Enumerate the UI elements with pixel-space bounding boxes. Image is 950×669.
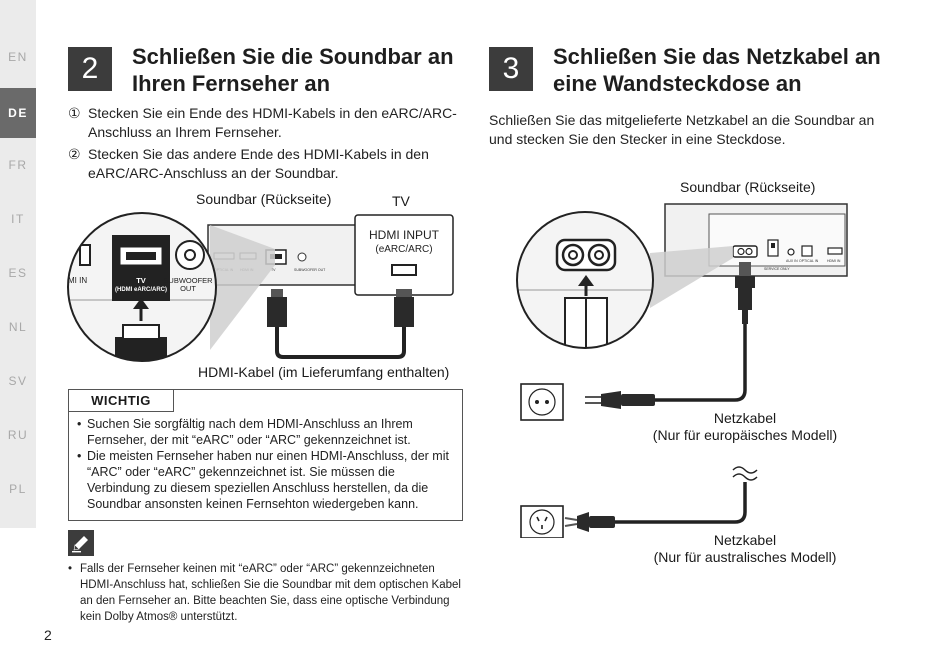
zoom-port-label-tv: TV bbox=[136, 276, 146, 285]
zoom-port-label-hdmi-in: MI IN bbox=[68, 276, 87, 285]
panel-label-service-only: SERVICE ONLY bbox=[764, 267, 790, 271]
lang-tab-en[interactable]: EN bbox=[8, 50, 28, 64]
step-3-badge: 3 bbox=[489, 47, 533, 91]
iec-plug bbox=[735, 262, 755, 324]
zoom-callout-wedge-step3 bbox=[650, 246, 733, 308]
lang-tab-ru[interactable]: RU bbox=[7, 428, 29, 442]
warning-item-2: • Die meisten Fernseher haben nur einen … bbox=[77, 448, 457, 512]
warning-text: Die meisten Fernseher haben nur einen HD… bbox=[87, 449, 449, 511]
hdmi-input-label: HDMI INPUT bbox=[369, 228, 440, 242]
soundbar-rear-label: Soundbar (Rückseite) bbox=[196, 191, 332, 207]
au-plug bbox=[564, 512, 615, 532]
panel-label-hdmi-in-step3: HDMI IN bbox=[827, 259, 841, 263]
step-number: ① bbox=[68, 105, 81, 121]
panel-label-tv: TV bbox=[271, 268, 276, 272]
important-notice-box: WICHTIG • Suchen Sie sorgfältig nach dem… bbox=[68, 389, 463, 521]
bullet: • bbox=[68, 563, 73, 575]
hdmi-input-earc-label: (eARC/ARC) bbox=[375, 244, 432, 255]
step-text: Stecken Sie das andere Ende des HDMI-Kab… bbox=[88, 146, 429, 181]
lang-tab-pl[interactable]: PL bbox=[9, 482, 27, 496]
cable-break-symbol bbox=[732, 466, 758, 474]
tv-hdmi-port-icon bbox=[391, 264, 417, 276]
panel-label-aux-in: AUX IN bbox=[786, 259, 798, 263]
step-2-item-2: ② Stecken Sie das andere Ende des HDMI-K… bbox=[68, 145, 468, 185]
zoom-port-label-subwoofer: SUBWOOFER bbox=[163, 276, 213, 285]
eu-wall-socket-icon bbox=[520, 383, 564, 421]
soundbar-rear-panel-step3 bbox=[664, 203, 848, 277]
panel-label-optical-in-step3: OPTICAL IN bbox=[799, 259, 819, 263]
zoom-port-label-earc: (HDMI eARC/ARC) bbox=[115, 287, 167, 293]
power-connection-diagram: SERVICE ONLY AUX IN OPTICAL IN HDMI IN bbox=[516, 203, 848, 538]
lang-tab-fr[interactable]: FR bbox=[8, 158, 28, 172]
warning-text: Suchen Sie sorgfältig nach dem HDMI-Ansc… bbox=[87, 417, 413, 447]
power-cable-eu-label: Netzkabel (Nur für europäisches Modell) bbox=[640, 410, 850, 444]
warning-item-1: • Suchen Sie sorgfältig nach dem HDMI-An… bbox=[77, 416, 457, 448]
power-cable-au-label-line1: Netzkabel bbox=[713, 532, 777, 548]
power-cable-eu bbox=[655, 324, 747, 402]
power-cable-au-label: Netzkabel (Nur für australisches Modell) bbox=[640, 532, 850, 566]
zoom-detail bbox=[68, 213, 216, 361]
lang-tab-nl[interactable]: NL bbox=[8, 320, 28, 334]
hdmi-connection-diagram: OPTICAL IN HDMI IN TV SUBWOOFER OUT MI I… bbox=[67, 212, 454, 362]
zoom-port-label-subwoofer-out: OUT bbox=[180, 284, 196, 293]
step-2-title-line1: Schließen Sie die Soundbar an bbox=[132, 44, 454, 69]
note-item-1: • Falls der Fernseher keinen mit “eARC” … bbox=[68, 561, 463, 625]
step-2-item-1: ① Stecken Sie ein Ende des HDMI-Kabels i… bbox=[68, 104, 468, 144]
step-2-title: Schließen Sie die Soundbar an Ihren Fern… bbox=[132, 43, 454, 97]
hdmi-cable-label: HDMI-Kabel (im Lieferumfang enthalten) bbox=[198, 364, 450, 380]
zoom-callout-wedge bbox=[210, 225, 275, 350]
tv-box bbox=[354, 214, 454, 296]
power-cable-au bbox=[615, 482, 747, 524]
power-cable-au-label-line2: (Nur für australisches Modell) bbox=[653, 549, 837, 565]
panel-label-subwoofer-out: SUBWOOFER OUT bbox=[294, 268, 326, 272]
lang-tab-it[interactable]: IT bbox=[11, 212, 25, 226]
lang-tab-sv[interactable]: SV bbox=[8, 374, 28, 388]
step-3-title: Schließen Sie das Netzkabel an eine Wand… bbox=[553, 43, 881, 97]
power-cable-eu-label-line1: Netzkabel bbox=[713, 410, 777, 426]
step-number: ② bbox=[68, 146, 81, 162]
step-3-title-line1: Schließen Sie das Netzkabel an bbox=[553, 44, 881, 69]
note-text: Falls der Fernseher keinen mit “eARC” od… bbox=[80, 563, 461, 623]
step-2-badge: 2 bbox=[68, 47, 112, 91]
zoom-detail-step3 bbox=[517, 212, 653, 348]
bullet: • bbox=[77, 417, 82, 431]
lang-tab-de[interactable]: DE bbox=[0, 88, 36, 138]
language-sidebar: EN DE FR IT ES NL SV RU PL bbox=[0, 0, 36, 528]
bullet: • bbox=[77, 449, 82, 463]
step-3-body: Schließen Sie das mitgelieferte Netzkabe… bbox=[489, 112, 875, 147]
power-cable-eu-label-line2: (Nur für europäisches Modell) bbox=[652, 427, 838, 443]
step-text: Stecken Sie ein Ende des HDMI-Kabels in … bbox=[88, 105, 457, 140]
tv-label: TV bbox=[392, 193, 410, 209]
step-3-title-line2: eine Wandsteckdose an bbox=[553, 71, 802, 96]
au-wall-socket-icon bbox=[520, 505, 564, 538]
soundbar-rear-label-step3: Soundbar (Rückseite) bbox=[680, 179, 816, 195]
important-notice-title: WICHTIG bbox=[69, 390, 174, 412]
lang-tab-es[interactable]: ES bbox=[8, 266, 28, 280]
hdmi-cable bbox=[267, 289, 414, 359]
eu-plug bbox=[585, 391, 655, 409]
pencil-icon bbox=[68, 530, 94, 556]
step-2-title-line2: Ihren Fernseher an bbox=[132, 71, 331, 96]
page-number: 2 bbox=[44, 627, 52, 643]
